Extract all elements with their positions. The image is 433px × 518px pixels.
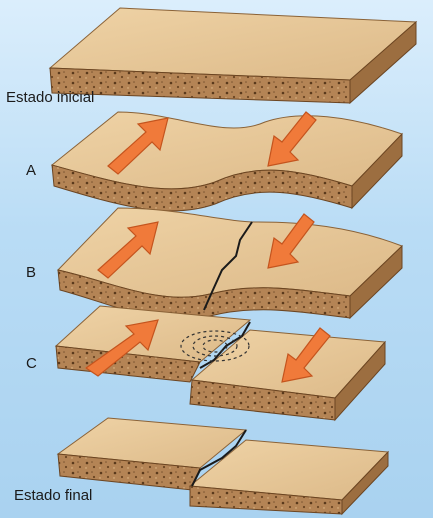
stress-arrow-up-icon (84, 319, 159, 377)
slab-a (50, 111, 403, 212)
crack-line (203, 221, 253, 311)
label-stage-c: C (26, 355, 37, 372)
slab-initial (48, 7, 418, 105)
stress-arrow-down-icon (267, 111, 317, 167)
stress-arrow-down-icon (267, 213, 315, 269)
label-initial-state: Estado inicial (6, 89, 95, 106)
slab-final (56, 417, 390, 516)
earthquake-focus (180, 330, 250, 362)
stress-arrow-up-icon (107, 117, 169, 175)
stress-arrow-down-icon (281, 327, 331, 383)
label-stage-a: A (26, 162, 37, 179)
stress-arrow-up-icon (97, 221, 159, 279)
fault-line (199, 321, 251, 369)
label-final-state: Estado final (14, 487, 93, 504)
label-stage-b: B (26, 264, 37, 281)
fault-line-final (191, 429, 247, 487)
